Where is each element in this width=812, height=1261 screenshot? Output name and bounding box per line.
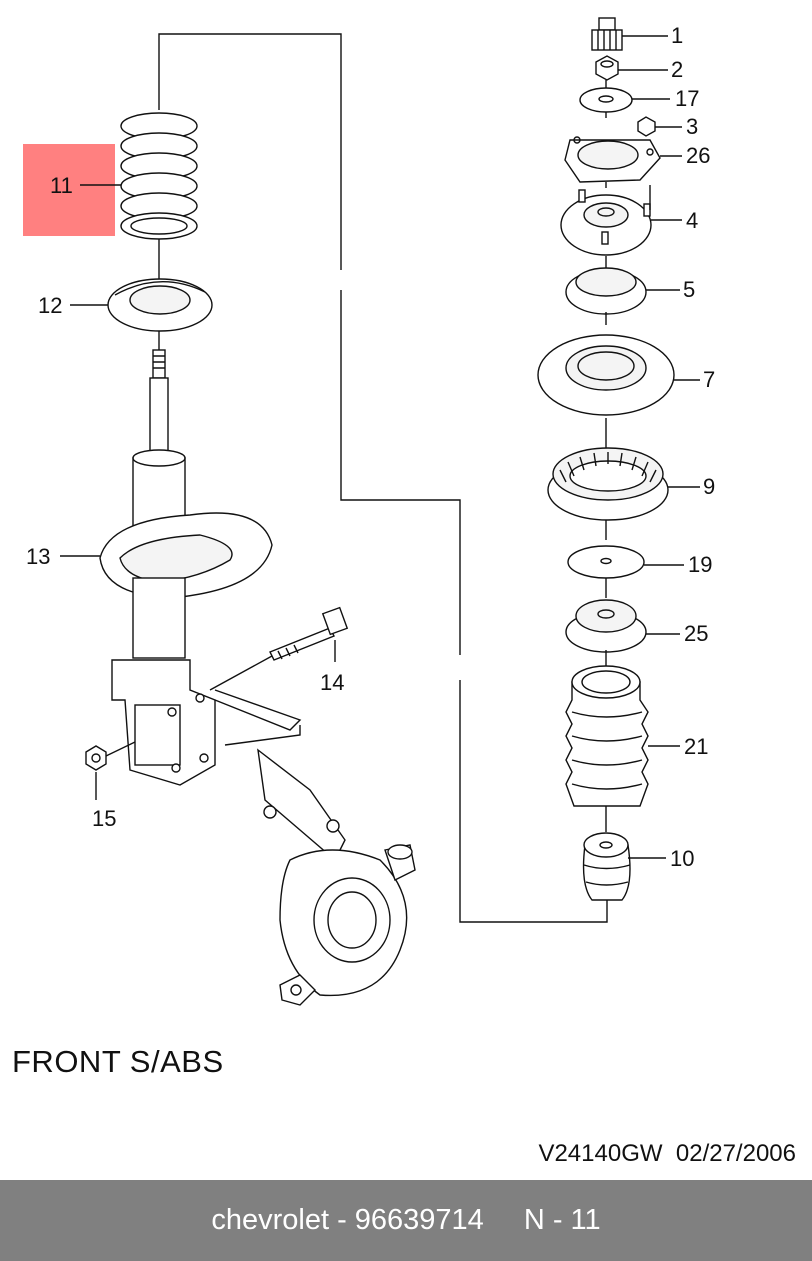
- part-label: 14: [320, 670, 344, 695]
- part-label: 10: [670, 846, 694, 871]
- part-label: 2: [671, 57, 683, 82]
- drawing-code: V24140GW 02/27/2006: [538, 1140, 796, 1168]
- leader-lines: [60, 35, 700, 859]
- part-11-highlight: [23, 144, 115, 236]
- shock-absorber: [99, 349, 273, 786]
- part-25-seat: [565, 599, 647, 653]
- part-label: 7: [703, 367, 715, 392]
- part-2-nut: [595, 55, 619, 81]
- drawing-code-value: V24140GW: [538, 1140, 663, 1167]
- part-21-boot: [565, 665, 649, 807]
- part-label-highlighted: 11: [50, 173, 73, 198]
- part-label: 19: [688, 552, 712, 577]
- part-label: 4: [686, 208, 698, 233]
- part-info: chevrolet - 96639714: [211, 1204, 484, 1236]
- part-3-nut: [637, 116, 656, 137]
- diagram-title: FRONT S/ABS: [12, 1044, 224, 1079]
- part-label: 17: [675, 86, 699, 111]
- part-7-seat: [537, 334, 675, 416]
- nut: [85, 741, 136, 800]
- exploded-parts-diagram: 1 2 17 3 26 4 5 7 9 19 25 21 10 11 12 13…: [23, 17, 715, 1006]
- coil-spring: [120, 112, 198, 240]
- part-26-mount: [564, 136, 661, 183]
- part-1-cap: [591, 17, 623, 51]
- part-label: 9: [703, 474, 715, 499]
- part-9-insulator: [547, 447, 669, 521]
- connector-line: [158, 33, 608, 923]
- bolt: [209, 606, 349, 691]
- part-label: 25: [684, 621, 708, 646]
- footer-bar: chevrolet - 96639714 N - 11: [0, 1180, 812, 1261]
- part-label: 13: [26, 544, 50, 569]
- reference-code: N - 11: [523, 1204, 601, 1236]
- part-10-bumper: [582, 832, 631, 901]
- part-label: 5: [683, 277, 695, 302]
- part-19-washer: [567, 545, 645, 579]
- part-label: 26: [686, 143, 710, 168]
- part-label: 15: [92, 806, 116, 831]
- part-label: 21: [684, 734, 708, 759]
- steering-knuckle: [214, 689, 416, 1006]
- part-label: 12: [38, 293, 62, 318]
- part-4-strut-mount: [560, 189, 652, 256]
- part-label: 1: [671, 23, 683, 48]
- part-label: 3: [686, 114, 698, 139]
- part-5-bearing: [565, 267, 647, 315]
- spring-insulator: [107, 278, 213, 332]
- part-17-washer: [579, 87, 633, 113]
- drawing-date: 02/27/2006: [675, 1140, 796, 1167]
